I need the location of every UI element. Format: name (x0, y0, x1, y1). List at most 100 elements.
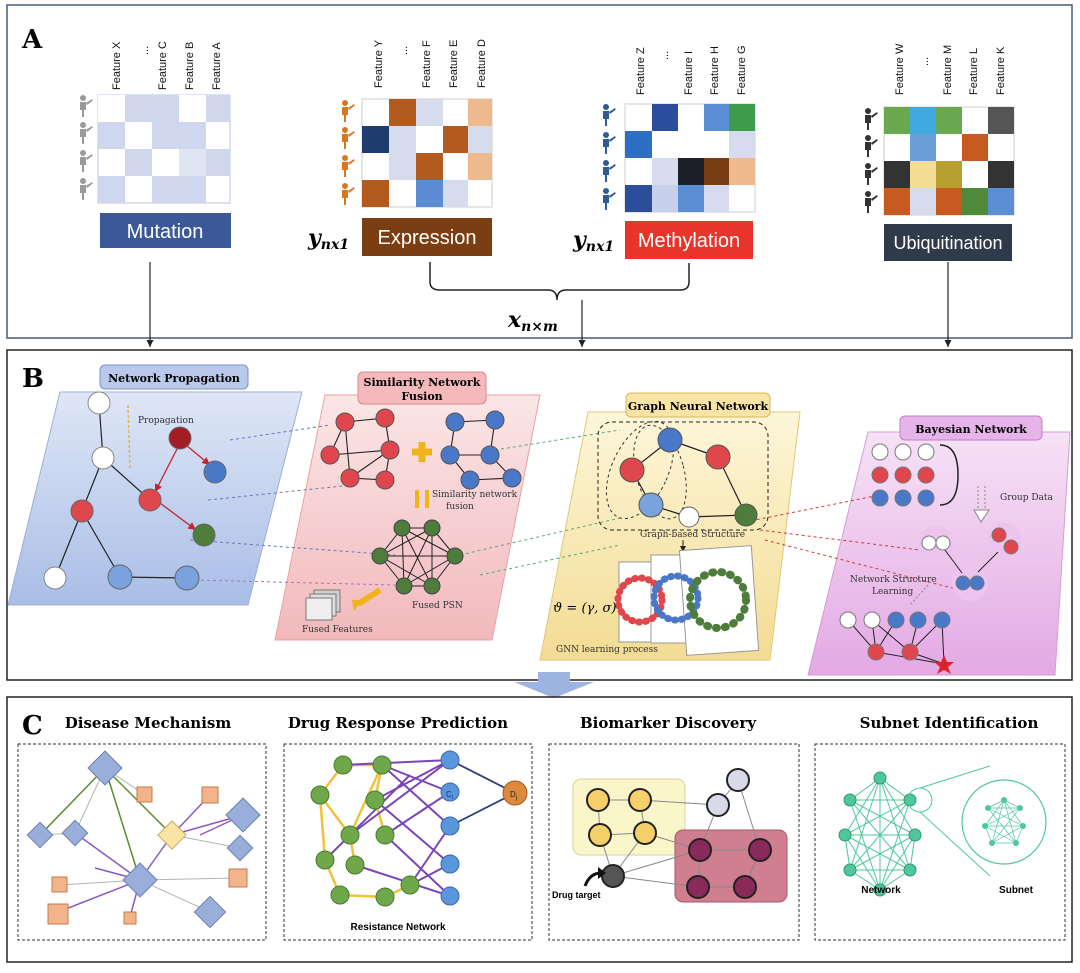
expression-label-box (362, 218, 492, 256)
node-d-label: Dj (510, 790, 517, 801)
network-caption: Network (861, 885, 901, 896)
resistance-network-label: Resistance Network (350, 922, 445, 933)
ubiquitination-feature-label: Feature K (995, 46, 1007, 95)
subnet-network: Network Subnet (838, 765, 1047, 897)
methylation-block: Feature Z ... Feature I Feature H Featur… (572, 45, 756, 259)
mutation-heatmap (97, 94, 231, 204)
mutation-label: Mutation (127, 221, 204, 243)
mutation-block: Feature X ... Feature C Feature B Featur… (80, 41, 231, 248)
mutation-feature-label: ... (139, 46, 151, 55)
drug-target-label: Drug target (552, 890, 601, 900)
mutation-feature-label: Feature X (111, 41, 123, 90)
x-matrix-label: xn×m (507, 307, 558, 335)
mutation-label-box (100, 213, 231, 248)
disease-mechanism-box (17, 743, 267, 941)
mutation-feature-label: Feature C (157, 41, 169, 90)
fused-features-label: Fused Features (302, 625, 373, 635)
gnn-formula: ϑ = (γ, σ) (553, 601, 617, 616)
propagation-graph: Network Propagation Propagation (43, 364, 249, 591)
gnn-process-label: GNN learning process (556, 645, 658, 655)
app-title: Disease Mechanism (65, 714, 232, 732)
snf-note: Similarity network (432, 490, 518, 500)
node-c-label: Ci (446, 790, 453, 801)
methylation-feature-label: Feature G (736, 45, 748, 95)
snf-title-box (357, 371, 487, 405)
propagation-title-box (99, 364, 249, 390)
methylation-feature-label: Feature Z (635, 47, 647, 95)
methylation-feature-label: Feature I (683, 51, 695, 95)
ubiquitination-block: Feature W ... Feature M Feature L Featur… (865, 43, 1015, 261)
disease-network (26, 750, 261, 929)
methylation-label: Methylation (638, 230, 740, 252)
mutation-feature-label: Feature B (184, 42, 196, 90)
panel-a-letter: A (21, 25, 43, 55)
bayes-graph: Bayesian Network Group Data Network Stru… (839, 415, 1054, 674)
methylation-feature-label: ... (659, 51, 671, 60)
down-arrow-icon (514, 672, 594, 698)
learning-label: Network Structure (850, 575, 937, 585)
drug-response-box (283, 743, 533, 941)
snf-title: Similarity Network (364, 376, 481, 389)
learning-label: Learning (872, 587, 913, 597)
methylation-feature-label: Feature H (709, 46, 721, 95)
expression-label: Expression (378, 227, 477, 249)
gnn-graph: Graph Neural Network Graph-based Structu… (553, 392, 771, 656)
subnet-caption: Subnet (999, 885, 1034, 896)
panel-a-frame (6, 4, 1073, 339)
propagation-title: Network Propagation (108, 372, 240, 385)
fused-psn-label: Fused PSN (412, 601, 463, 611)
ubiquitination-label-box (884, 224, 1012, 261)
expression-feature-label: ... (398, 46, 410, 55)
bayes-title: Bayesian Network (915, 423, 1027, 436)
subnet-box (814, 743, 1066, 941)
snf-graph: Similarity Network Fusion Similarity net… (302, 371, 522, 635)
drug-response-network: Ci Dj Resistance Network (310, 750, 528, 933)
app-title: Drug Response Prediction (288, 714, 508, 732)
plus-icon (412, 442, 432, 462)
expression-feature-label: Feature E (448, 40, 460, 88)
y-target-label: ynx1 (307, 225, 349, 253)
ubiquitination-feature-label: ... (919, 57, 931, 66)
equals-icon (415, 490, 429, 508)
methylation-label-box (625, 221, 753, 259)
gnn-structure-box (597, 421, 769, 531)
methylation-heatmap (624, 103, 756, 213)
ubiquitination-heatmap (883, 106, 1015, 216)
ubiquitination-feature-label: Feature W (894, 43, 906, 95)
panel-b-letter: B (22, 364, 44, 394)
gnn-title-box (625, 392, 771, 418)
expression-heatmap (361, 98, 493, 208)
gnn-layer-cards (614, 545, 760, 656)
group-data-label: Group Data (1000, 493, 1054, 503)
expression-feature-label: Feature Y (373, 39, 385, 88)
plane-connectors (189, 424, 961, 591)
snf-title: Fusion (401, 390, 442, 403)
panel-c-frame (6, 696, 1073, 963)
fused-features-stack (305, 589, 341, 621)
app-title: Biomarker Discovery (580, 714, 757, 732)
gnn-title: Graph Neural Network (628, 400, 769, 413)
bayes-title-box (899, 415, 1043, 441)
expression-feature-label: Feature F (421, 40, 433, 88)
feature-brace (429, 262, 690, 301)
ubiquitination-patient-icons (865, 108, 878, 213)
star-icon (934, 655, 954, 674)
panel-c-letter: C (22, 711, 43, 741)
ubiquitination-feature-label: Feature M (942, 45, 954, 95)
methylation-patient-icons (603, 104, 616, 210)
y-target-label: ynx1 (572, 227, 614, 255)
biomarker-box (548, 743, 800, 941)
mutation-feature-label: Feature A (211, 42, 223, 90)
biomarker-network: Drug target (552, 768, 788, 903)
expression-patient-icons (342, 100, 355, 205)
propagation-note: Propagation (138, 416, 194, 426)
expression-feature-label: Feature D (476, 39, 488, 88)
expression-block: Feature Y ... Feature F Feature E Featur… (307, 39, 493, 256)
ubiquitination-label: Ubiquitination (893, 233, 1002, 253)
gnn-structure-label: Graph-based Structure (640, 530, 745, 540)
app-title: Subnet Identification (860, 714, 1039, 732)
fused-arrow-icon (356, 587, 382, 607)
ubiquitination-feature-label: Feature L (968, 48, 980, 95)
mutation-patient-icons (80, 95, 93, 200)
